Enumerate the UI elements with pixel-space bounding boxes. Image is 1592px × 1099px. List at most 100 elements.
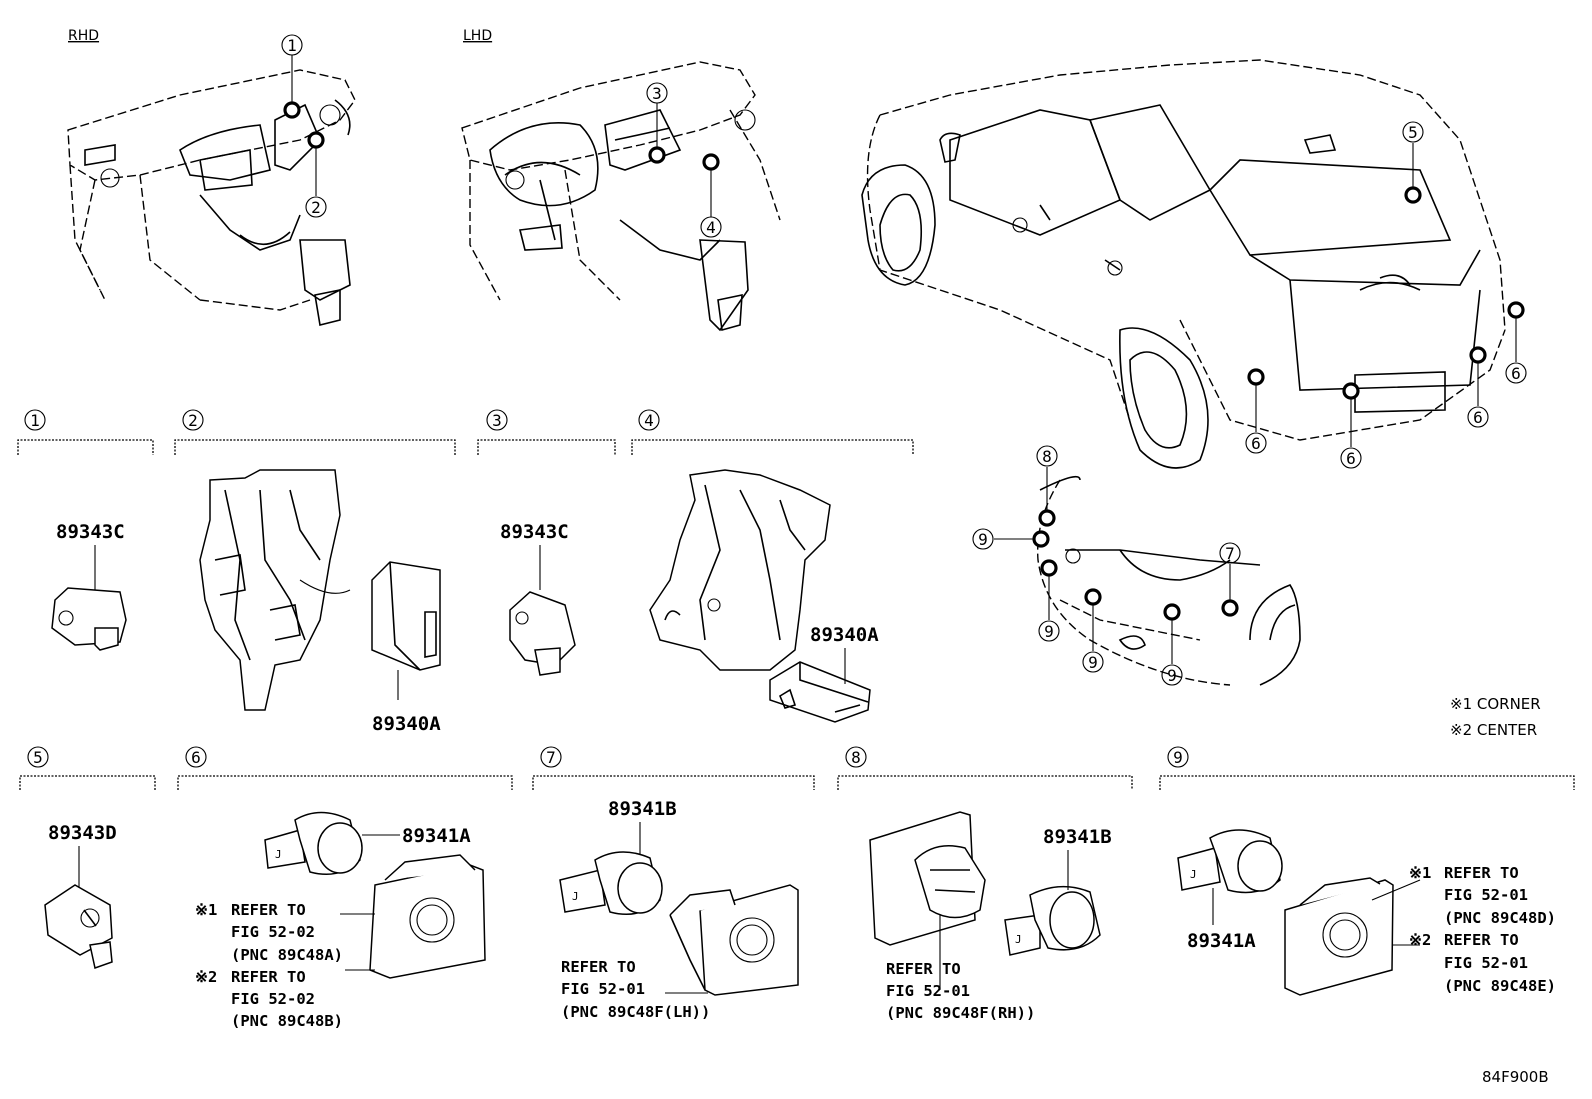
svg-text:※1: ※1 xyxy=(1409,864,1431,882)
part-number-3: 89343C xyxy=(500,521,569,543)
location-marker-9a xyxy=(1032,530,1050,548)
location-marker-4 xyxy=(702,153,720,171)
svg-text:(PNC 89C48D): (PNC 89C48D) xyxy=(1444,909,1556,927)
svg-text:9: 9 xyxy=(1088,653,1098,672)
location-marker-9d xyxy=(1163,603,1181,621)
svg-text:6: 6 xyxy=(1346,449,1356,468)
svg-text:6: 6 xyxy=(1511,364,1521,383)
svg-text:(PNC 89C48F(RH)): (PNC 89C48F(RH)) xyxy=(886,1004,1035,1022)
svg-text:※1: ※1 xyxy=(195,901,217,919)
callout-9-top-c: 9 xyxy=(1082,651,1104,673)
callout-6-top-b: 6 xyxy=(1340,447,1362,469)
svg-text:9: 9 xyxy=(1044,622,1054,641)
svg-text:※2: ※2 xyxy=(195,968,217,986)
ecu-part-2-rhd xyxy=(371,561,441,700)
ultrasonic-sensor-8: J xyxy=(1004,886,1101,956)
section-2: 2 89340A xyxy=(174,409,456,735)
sensor-retainer-9 xyxy=(1284,877,1394,996)
location-marker-9c xyxy=(1084,588,1102,606)
svg-text:FIG 52-02: FIG 52-02 xyxy=(231,923,315,941)
rhd-dashboard-view: RHD xyxy=(67,28,356,326)
svg-text:(PNC 89C48B): (PNC 89C48B) xyxy=(231,1012,343,1030)
svg-text:REFER TO: REFER TO xyxy=(1444,864,1519,882)
svg-text:J: J xyxy=(1190,868,1197,881)
location-marker-3 xyxy=(648,146,666,164)
note-center: ※2 CENTER xyxy=(1450,721,1537,739)
location-marker-6b xyxy=(1342,382,1360,400)
svg-text:5: 5 xyxy=(33,748,43,767)
svg-text:5: 5 xyxy=(1408,123,1418,142)
ecu-part-3 xyxy=(509,591,576,676)
section-5: 5 89343D xyxy=(19,746,156,969)
part-number-1: 89343C xyxy=(56,521,125,543)
svg-text:4: 4 xyxy=(644,411,654,430)
location-marker-5 xyxy=(1404,186,1422,204)
part-number-8: 89341B xyxy=(1043,826,1112,848)
svg-text:FIG 52-01: FIG 52-01 xyxy=(886,982,970,1000)
lhd-label: LHD xyxy=(463,28,492,44)
svg-text:3: 3 xyxy=(492,411,502,430)
location-marker-1 xyxy=(283,101,301,119)
svg-text:7: 7 xyxy=(1225,544,1235,563)
callout-9-top-d: 9 xyxy=(1161,664,1183,686)
vehicle-rear-view xyxy=(861,59,1525,469)
svg-text:2: 2 xyxy=(311,198,321,217)
ecu-part-4-lhd xyxy=(769,648,871,723)
svg-text:J: J xyxy=(275,848,282,861)
svg-text:8: 8 xyxy=(1042,447,1052,466)
rhd-label: RHD xyxy=(68,28,99,44)
callout-9-top-b: 9 xyxy=(1038,620,1060,642)
sensor-retainer-8 xyxy=(869,811,986,946)
part-number-7: 89341B xyxy=(608,798,677,820)
svg-text:8: 8 xyxy=(851,748,861,767)
lhd-dashboard-view: LHD xyxy=(461,28,781,332)
section-1: 1 89343C xyxy=(17,409,154,651)
svg-text:J: J xyxy=(1015,933,1022,946)
svg-text:(PNC 89C48F(LH)): (PNC 89C48F(LH)) xyxy=(561,1003,710,1021)
location-marker-6d xyxy=(1507,301,1525,319)
section-8: 8 J 89341B REFER TO FIG 52-01 (PNC 89C48… xyxy=(837,746,1133,1022)
svg-text:FIG 52-01: FIG 52-01 xyxy=(1444,886,1528,904)
note-corner: ※1 CORNER xyxy=(1450,695,1541,713)
svg-text:4: 4 xyxy=(706,218,716,237)
location-marker-7 xyxy=(1221,599,1239,617)
ultrasonic-sensor-6: J xyxy=(264,811,363,875)
sensor-part-5 xyxy=(44,884,113,969)
svg-text:9: 9 xyxy=(1167,666,1177,685)
svg-text:6: 6 xyxy=(1473,408,1483,427)
ultrasonic-sensor-9: J xyxy=(1177,829,1283,894)
svg-text:9: 9 xyxy=(978,530,988,549)
ultrasonic-sensor-7: J xyxy=(559,851,663,915)
svg-text:2: 2 xyxy=(188,411,198,430)
callout-8-top: 8 xyxy=(1036,445,1058,467)
svg-text:FIG 52-02: FIG 52-02 xyxy=(231,990,315,1008)
location-marker-6a xyxy=(1247,368,1265,386)
svg-text:1: 1 xyxy=(287,36,297,55)
svg-text:3: 3 xyxy=(652,84,662,103)
relay-block-bracket-lhd xyxy=(649,469,831,671)
svg-text:1: 1 xyxy=(30,411,40,430)
callout-4-top: 4 xyxy=(700,216,722,238)
part-number-4: 89340A xyxy=(810,624,879,646)
ecu-part-1 xyxy=(51,587,127,651)
vehicle-front-view xyxy=(994,467,1301,686)
svg-text:REFER TO: REFER TO xyxy=(561,958,636,976)
section-7: 7 89341B J REFER TO FIG 52-01 (PNC 89C48… xyxy=(532,746,815,1021)
callout-6-top-d: 6 xyxy=(1505,362,1527,384)
relay-block-bracket-rhd xyxy=(199,469,351,711)
part-number-9: 89341A xyxy=(1187,930,1256,952)
view-callouts: 1 2 3 4 5 6 6 6 6 8 9 9 9 9 7 xyxy=(281,34,1527,686)
location-marker-9b xyxy=(1040,559,1058,577)
callout-7-top: 7 xyxy=(1219,542,1241,564)
svg-text:(PNC 89C48A): (PNC 89C48A) xyxy=(231,946,343,964)
callout-2-top: 2 xyxy=(305,196,327,218)
callout-6-top-a: 6 xyxy=(1245,432,1267,454)
callout-9-top-a: 9 xyxy=(972,528,994,550)
svg-text:9: 9 xyxy=(1173,748,1183,767)
svg-text:(PNC 89C48E): (PNC 89C48E) xyxy=(1444,977,1556,995)
section-3: 3 89343C xyxy=(477,409,616,676)
svg-text:REFER TO: REFER TO xyxy=(231,901,306,919)
callout-5-top: 5 xyxy=(1402,121,1424,143)
svg-text:7: 7 xyxy=(546,748,556,767)
